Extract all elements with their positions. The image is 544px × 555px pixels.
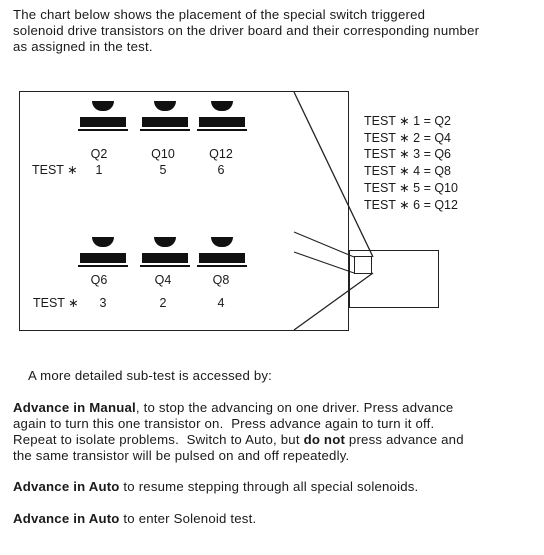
advance-auto-resume-paragraph: Advance in Auto to resume stepping throu…: [13, 479, 419, 494]
test-number-q12: 6: [217, 163, 225, 177]
label-q12: Q12: [209, 147, 233, 161]
asterisk-icon: ∗: [67, 163, 78, 177]
transistor-q4: [140, 237, 190, 269]
test-legend: TEST ∗ 1 = Q2 TEST ∗ 2 = Q4 TEST ∗ 3 = Q…: [364, 113, 458, 213]
board-locator-box: [349, 250, 439, 308]
test-number-q10: 5: [159, 163, 167, 177]
label-q10: Q10: [151, 147, 175, 161]
test-label-bottom: TEST ∗: [33, 296, 79, 310]
transistor-q12: [197, 101, 247, 133]
intro-text: The chart below shows the placement of t…: [13, 7, 480, 54]
test-label-top: TEST ∗: [32, 163, 78, 177]
test-number-q4: 2: [159, 296, 167, 310]
legend-item: TEST ∗ 6 = Q12: [364, 197, 458, 212]
keyword-advance-auto: Advance in Auto: [13, 511, 120, 526]
legend-item: TEST ∗ 3 = Q6: [364, 147, 452, 162]
label-q8: Q8: [212, 273, 230, 287]
test-number-q6: 3: [99, 296, 107, 310]
transistor-q8: [197, 237, 247, 269]
asterisk-icon: ∗: [68, 296, 79, 310]
label-q2: Q2: [90, 147, 108, 161]
legend-item: TEST ∗ 5 = Q10: [364, 180, 458, 195]
board-locator-highlight: [354, 256, 372, 274]
transistor-q10: [140, 101, 190, 133]
keyword-do-not: do not: [303, 432, 346, 447]
keyword-advance-manual: Advance in Manual: [13, 400, 136, 415]
label-q4: Q4: [154, 273, 172, 287]
legend-item: TEST ∗ 2 = Q4: [364, 130, 452, 145]
keyword-advance-auto: Advance in Auto: [13, 479, 120, 494]
advance-auto-solenoid-paragraph: Advance in Auto to enter Solenoid test.: [13, 511, 257, 526]
test-number-q2: 1: [95, 163, 103, 177]
legend-item: TEST ∗ 4 = Q8: [364, 164, 452, 179]
driver-board-diagram: [19, 91, 349, 331]
transistor-q6: [78, 237, 128, 269]
subtest-intro: A more detailed sub-test is accessed by:: [28, 368, 273, 383]
legend-item: TEST ∗ 1 = Q2: [364, 114, 452, 128]
test-number-q8: 4: [217, 296, 225, 310]
advance-manual-paragraph: Advance in Manual, to stop the advancing…: [13, 400, 464, 463]
transistor-q2: [78, 101, 128, 133]
label-q6: Q6: [90, 273, 108, 287]
